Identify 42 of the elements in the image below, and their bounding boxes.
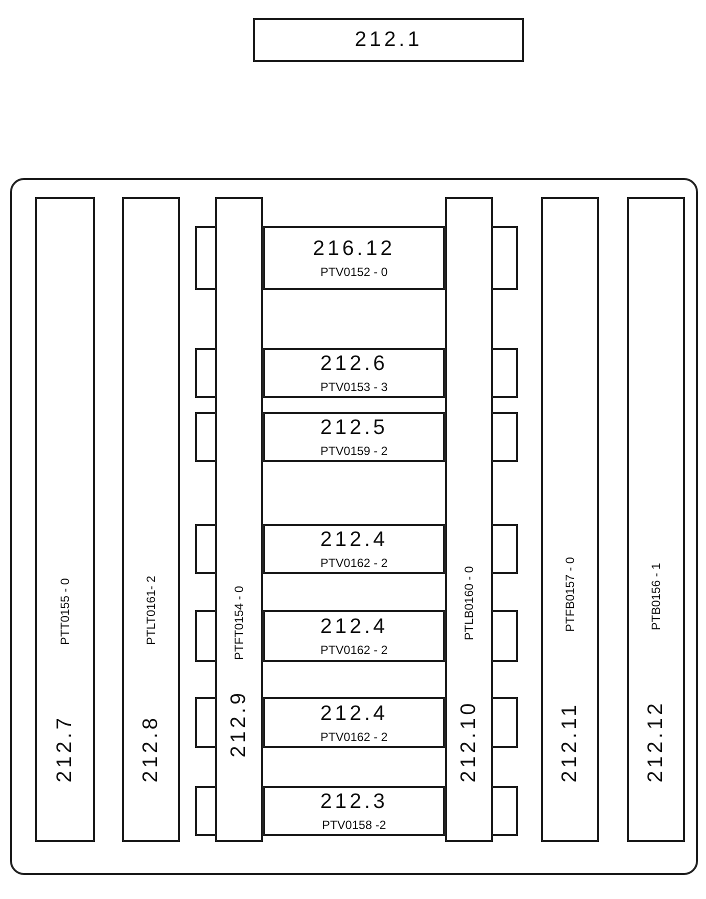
enclosure-frame	[10, 178, 698, 875]
panel-code: PTV0162 - 2	[320, 730, 388, 744]
horizontal-panel	[263, 524, 445, 574]
title-box	[253, 18, 524, 62]
bar-number: 212.9	[227, 689, 251, 757]
panel-code: PTV0162 - 2	[320, 556, 388, 570]
horizontal-panel	[263, 348, 445, 398]
bar-code: PTLT0161- 2	[144, 575, 158, 644]
horizontal-panel	[263, 226, 445, 290]
panel-number: 212.6	[320, 352, 388, 376]
bar-code: PTT0155 - 0	[58, 578, 72, 644]
panel-code: PTV0158 -2	[322, 818, 386, 832]
panel-number: 216.12	[312, 237, 396, 261]
panel-code: PTV0159 - 2	[320, 444, 388, 458]
panel-number: 212.4	[320, 528, 388, 552]
horizontal-panel	[263, 697, 445, 748]
panel-number: 212.4	[320, 702, 388, 726]
bar-code: PTFB0157 - 0	[563, 556, 577, 632]
panel-code: PTV0153 - 3	[320, 380, 388, 394]
panel-number: 212.3	[320, 790, 388, 814]
bar-number: 212.8	[139, 714, 163, 782]
horizontal-panel	[263, 412, 445, 462]
vertical-bar	[541, 197, 599, 842]
bar-code: PTB0156 - 1	[649, 562, 663, 630]
bar-number: 212.10	[457, 700, 481, 782]
panel-code: PTV0162 - 2	[320, 643, 388, 657]
bar-number: 212.11	[558, 701, 582, 782]
bar-number: 212.12	[644, 700, 668, 782]
panel-number: 212.4	[320, 615, 388, 639]
vertical-bar	[627, 197, 685, 842]
panel-code: PTV0152 - 0	[320, 265, 388, 279]
panel-number: 212.5	[320, 416, 388, 440]
panel-number: 212.1	[354, 28, 422, 52]
bar-number: 212.7	[53, 714, 77, 782]
bar-code: PTLB0160 - 0	[462, 566, 476, 640]
vertical-bar	[445, 197, 493, 842]
vertical-bar	[215, 197, 263, 842]
bar-code: PTFT0154 - 0	[232, 585, 246, 660]
vertical-bar	[35, 197, 95, 842]
horizontal-panel	[263, 786, 445, 836]
vertical-bar	[122, 197, 180, 842]
horizontal-panel	[263, 610, 445, 662]
